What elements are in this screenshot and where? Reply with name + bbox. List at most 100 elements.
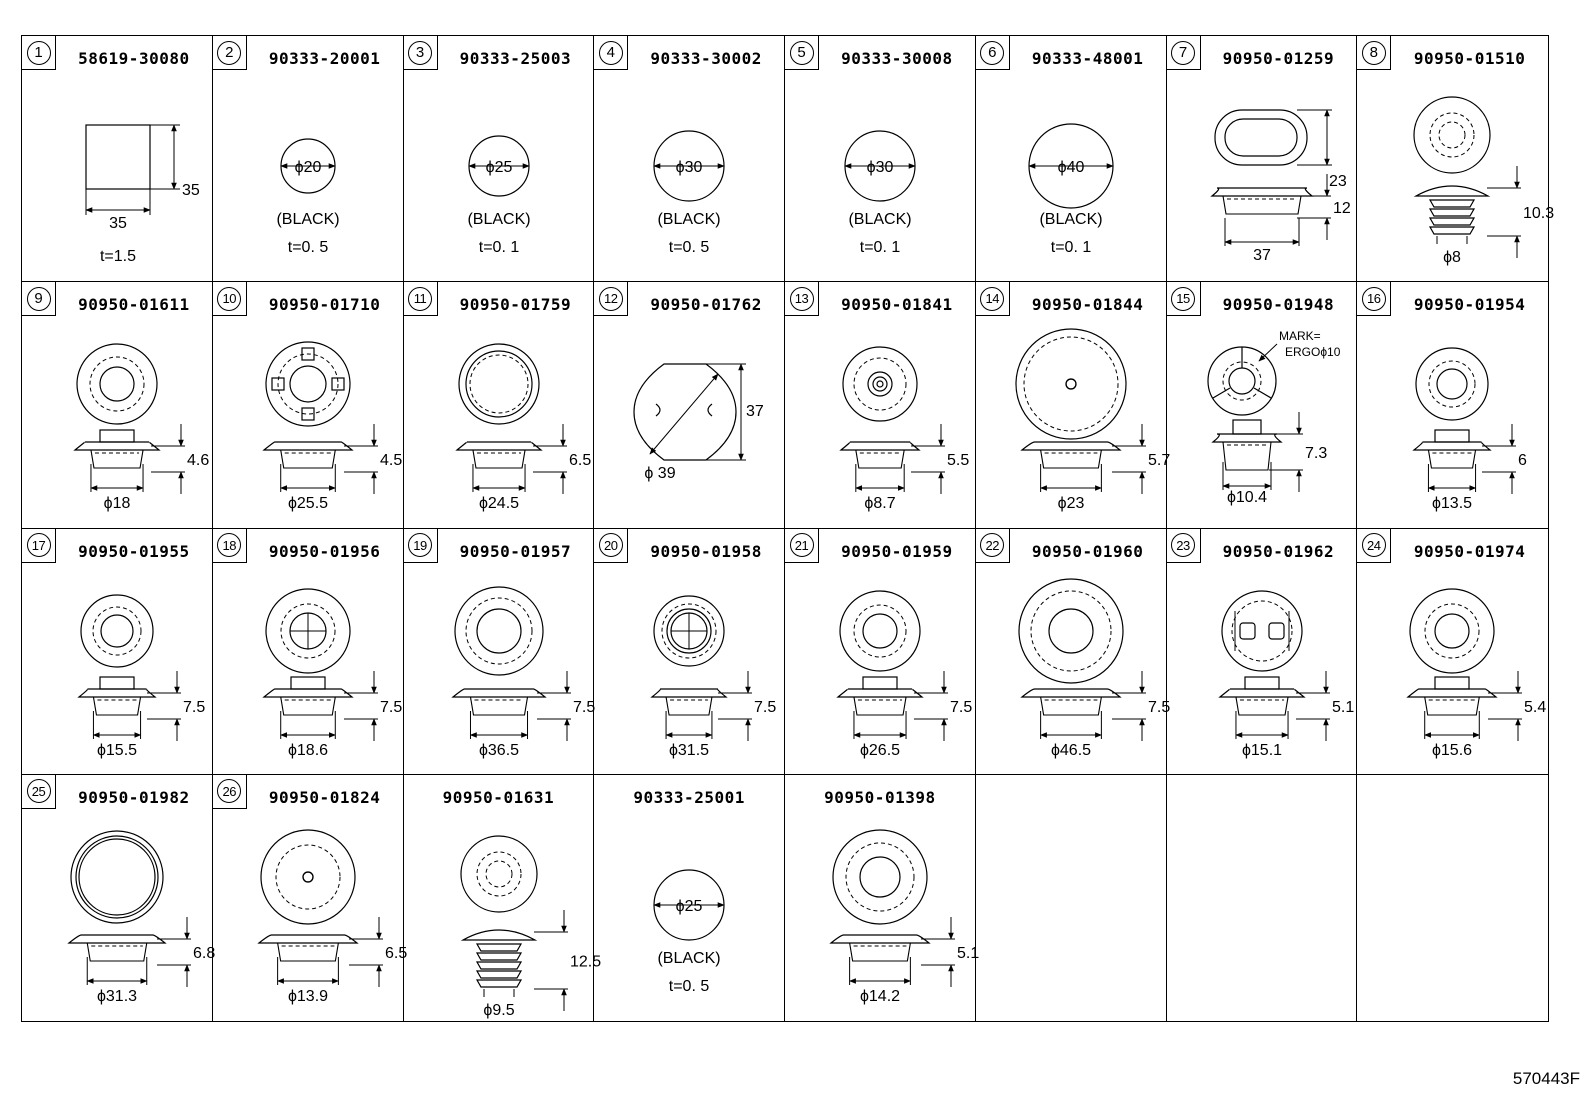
height-dimension-label: 37	[746, 403, 764, 420]
part-number[interactable]: 90950-01759	[459, 295, 572, 315]
part-cell[interactable]: 2 90333-20001 ϕ20 (BLACK) t=0. 5	[212, 36, 404, 283]
side-profile	[450, 687, 547, 716]
top-view-outer	[1220, 589, 1303, 672]
part-number[interactable]: 90950-01762	[650, 295, 762, 315]
part-number[interactable]: 90333-30008	[841, 49, 953, 68]
height-dimension-label: 7.3	[1305, 445, 1327, 462]
part-number[interactable]: 90950-01844	[1031, 295, 1144, 315]
part-number[interactable]: 90950-01631	[442, 787, 555, 807]
top-view-hole	[475, 607, 522, 654]
spokes	[1212, 347, 1271, 399]
diameter-dimension-label: ϕ 39	[645, 465, 676, 482]
height-dimension-label: 5.7	[1148, 452, 1170, 469]
part-number[interactable]: 90950-01824	[268, 787, 381, 807]
item-index-number: 2	[217, 40, 242, 65]
part-number[interactable]: 90950-01982	[78, 787, 190, 807]
sheet-reference-code: 570443F	[1512, 1069, 1580, 1088]
part-number[interactable]: 90333-20001	[268, 49, 381, 68]
thickness-label: t=0. 5	[288, 239, 329, 256]
part-number[interactable]: 90950-01710	[268, 295, 381, 315]
part-number[interactable]: 90950-01955	[78, 541, 190, 561]
part-number[interactable]: 90950-01954	[1413, 295, 1526, 315]
part-number[interactable]: 90950-01960	[1031, 541, 1144, 561]
thickness-label: t=0. 1	[1051, 239, 1092, 256]
part-number[interactable]: 90950-01956	[268, 541, 381, 561]
part-number[interactable]: 90950-01948	[1222, 295, 1335, 315]
height-dimension-label: 23	[1329, 173, 1347, 190]
item-index-number: 24	[1361, 533, 1386, 557]
part-number[interactable]: 90950-01959	[841, 541, 953, 561]
part-number[interactable]: 90950-01974	[1413, 541, 1526, 561]
color-note: (BLACK)	[276, 211, 339, 228]
diameter-dimension-label: ϕ18.6	[288, 742, 328, 759]
part-number[interactable]: 90950-01958	[650, 541, 762, 561]
top-view-outer	[459, 835, 538, 913]
top-view-hole	[100, 613, 134, 648]
diameter-label: ϕ20	[294, 159, 321, 176]
part-number[interactable]: 90333-48001	[1031, 49, 1144, 68]
part-number[interactable]: 90950-01841	[841, 295, 953, 315]
top-view-mid	[1231, 600, 1292, 661]
part-drawing: ϕ20 (BLACK) t=0. 5	[213, 70, 403, 282]
part-number[interactable]: 90333-30002	[650, 49, 762, 68]
top-view-outer	[842, 346, 918, 422]
part-number[interactable]: 90950-01398	[824, 787, 936, 807]
diameter-dimension-label: ϕ31.3	[97, 988, 137, 1005]
item-index-box: 12	[594, 282, 629, 317]
top-view-mid	[89, 356, 145, 412]
item-index-box: 1	[22, 36, 56, 70]
item-index-box: 10	[212, 282, 247, 317]
part-number[interactable]: 90950-01510	[1413, 49, 1526, 68]
part-number[interactable]: 90950-01259	[1222, 49, 1335, 68]
part-number[interactable]: 90950-01611	[78, 295, 190, 315]
part-number[interactable]: 90333-25003	[459, 49, 572, 68]
part-number[interactable]: 90950-01962	[1222, 541, 1335, 561]
top-view-hole	[867, 371, 893, 397]
item-index-box: 8	[1357, 36, 1392, 70]
height-dimension-label: 4.6	[187, 452, 209, 469]
item-index-box: 14	[975, 282, 1010, 317]
top-view-hole	[99, 366, 135, 402]
height-dimension-label: 12.5	[570, 953, 601, 970]
color-note: (BLACK)	[658, 950, 721, 967]
top-view-outer	[265, 587, 351, 674]
part-cell[interactable]: 12 90950-01762 37 ϕ 39	[594, 282, 785, 529]
item-index-number: 5	[789, 40, 814, 65]
part-number[interactable]: 90950-01957	[459, 541, 572, 561]
height-dimension-label: 6.5	[385, 945, 407, 962]
item-index-number: 6	[980, 40, 1005, 65]
part-number[interactable]: 90333-25001	[633, 787, 745, 807]
part-number[interactable]: 58619-30080	[78, 49, 190, 68]
top-view-outer	[1015, 328, 1127, 440]
